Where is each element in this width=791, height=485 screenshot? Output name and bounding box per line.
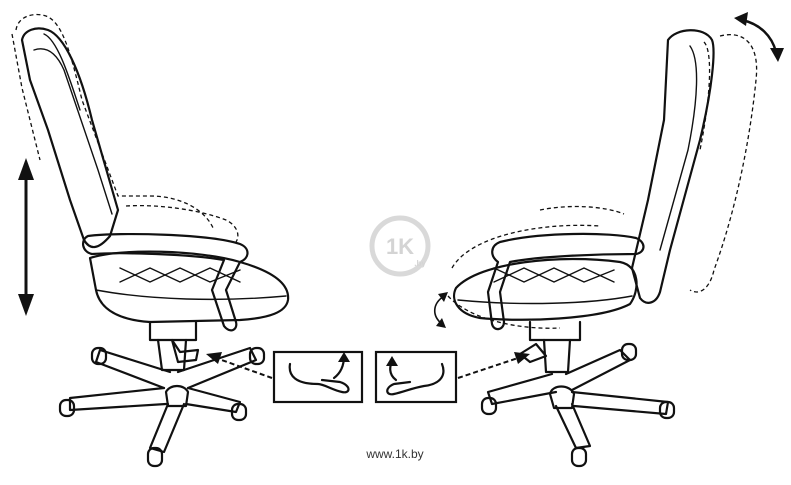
- height-adjust-arrow-icon: [18, 158, 34, 316]
- left-backrest: [20, 27, 120, 249]
- right-mechanism-lever: [518, 342, 548, 364]
- recline-arrow-icon: [734, 12, 784, 62]
- right-backrest: [630, 29, 715, 304]
- right-lever-callout: [374, 350, 530, 404]
- left-mechanism-lever: [170, 338, 200, 364]
- right-base: [480, 342, 676, 468]
- right-seat: [453, 257, 638, 321]
- left-base: [58, 346, 266, 468]
- tilt-arrow-icon: [433, 292, 448, 328]
- svg-text:1K: 1K: [386, 234, 414, 259]
- watermark-logo: 1K .by: [369, 215, 431, 277]
- svg-text:.by: .by: [414, 259, 426, 268]
- right-chair: [447, 29, 758, 468]
- left-chair: [11, 13, 290, 468]
- site-url-caption: www.1k.by: [366, 447, 424, 461]
- left-armrest: [82, 232, 249, 332]
- left-seat: [88, 250, 290, 324]
- right-armrest: [486, 232, 645, 331]
- left-lever-callout: [206, 350, 364, 404]
